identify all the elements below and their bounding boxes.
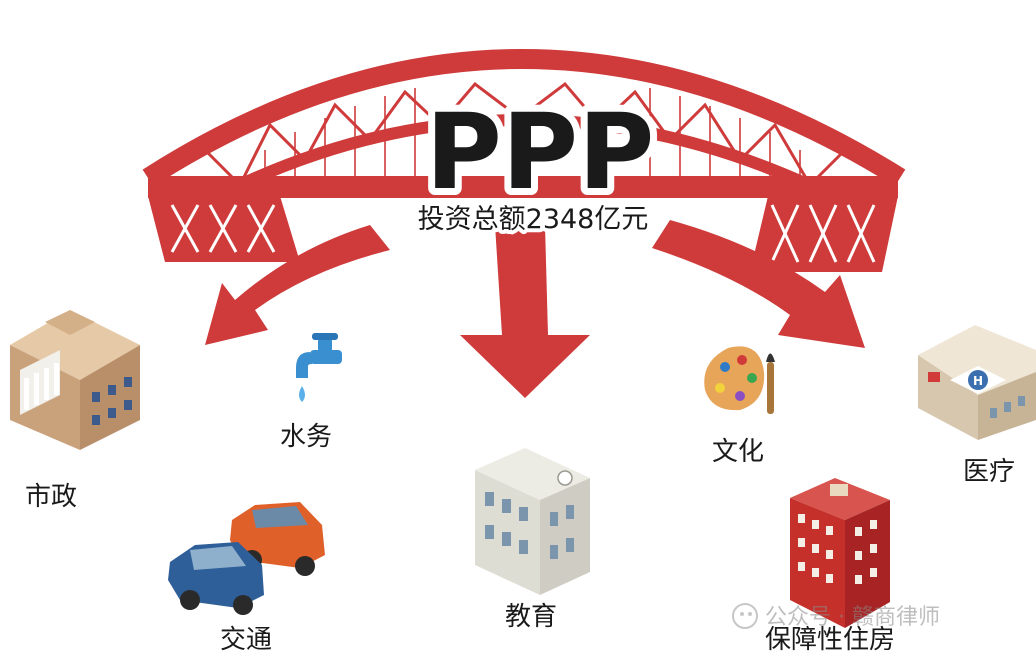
palette-icon <box>704 346 775 414</box>
watermark: 公众号 · 赣商律师 <box>732 603 940 630</box>
title: PPP <box>426 91 655 213</box>
cars-icon <box>168 502 325 615</box>
subtitle-halo: 投资总额2348亿元 <box>418 204 649 235</box>
label-water: 水务 <box>280 422 332 452</box>
label-transport: 交通 <box>220 625 272 655</box>
label-culture: 文化 <box>712 437 764 467</box>
label-education: 教育 <box>505 602 557 632</box>
arrow-center <box>460 225 590 398</box>
bridge-deck <box>148 176 898 198</box>
title-halo: PPP <box>426 91 655 213</box>
bridge-pier-right <box>750 196 898 272</box>
arrows <box>205 220 865 398</box>
subtitle: 投资总额2348亿元 <box>418 204 649 235</box>
watermark-text: 公众号 · 赣商律师 <box>765 605 940 630</box>
bridge-illustration <box>142 49 906 272</box>
arrow-left <box>205 225 390 345</box>
label-housing: 保障性住房 <box>765 625 895 655</box>
label-municipal: 市政 <box>25 482 77 512</box>
water-tap-icon <box>296 333 342 402</box>
bridge-arch-outer <box>142 49 906 187</box>
municipal-building-icon <box>10 310 140 450</box>
label-medical: 医疗 <box>963 457 1015 487</box>
housing-building-icon <box>790 478 890 628</box>
hospital-building-icon: H <box>918 325 1036 440</box>
arrow-right <box>652 220 865 348</box>
bridge-arch-inner <box>187 114 863 216</box>
svg-text:H: H <box>973 374 983 388</box>
brush-icon <box>767 362 774 414</box>
wechat-icon <box>732 603 758 629</box>
bridge-pier-left <box>148 196 300 262</box>
school-building-icon <box>475 448 590 595</box>
